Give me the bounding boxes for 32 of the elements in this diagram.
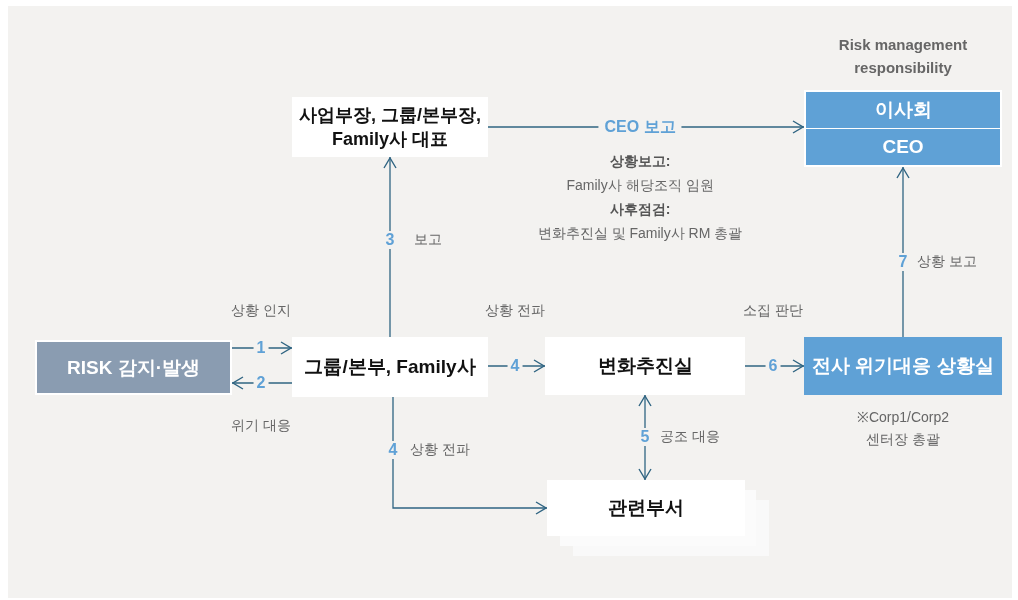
arrow: [744, 359, 805, 373]
board-band: CEO: [806, 129, 1000, 165]
arrow: [392, 396, 548, 515]
note-text: ※Corp1/Corp2 센터장 총괄: [855, 408, 951, 449]
annotation-text: 변화추진실 및 Family사 RM 총괄: [537, 225, 743, 243]
annotation-text: 보고: [414, 231, 442, 249]
annotation-text: 상황 인지: [231, 302, 291, 320]
annotation-text: 위기 대응: [231, 417, 291, 435]
arrow: [231, 341, 293, 355]
annotation-text: 소집 판단: [743, 302, 803, 320]
section-heading: Risk management responsibility: [837, 35, 969, 78]
process-box: 관련부서: [547, 480, 745, 536]
annotation-text: 공조 대응: [660, 428, 720, 446]
annotation-text: 상황 전파: [410, 441, 470, 459]
process-box: 사업부장, 그룹/본부장, Family사 대표: [292, 97, 488, 157]
board-panel: [804, 90, 1002, 167]
arrow: [487, 359, 546, 373]
annotation-text: 상황 전파: [485, 302, 545, 320]
arrow: [638, 394, 652, 481]
annotation-text: Family사 해당조직 임원: [566, 177, 714, 195]
board-band: 이사회: [806, 92, 1000, 128]
control-room-box: 전사 위기대응 상황실: [804, 337, 1002, 395]
arrow: [896, 166, 910, 338]
arrow: [383, 156, 397, 338]
process-box: 변화추진실: [545, 337, 745, 395]
annotation-text: 상황 보고: [917, 253, 977, 271]
note-heading: 사후점검:: [609, 201, 671, 219]
edge-label: 4: [385, 441, 401, 459]
arrow: [231, 376, 293, 390]
risk-box: RISK 감지·발생: [35, 340, 232, 395]
note-heading: 상황보고:: [609, 153, 671, 171]
process-box: 그룹/본부, Family사: [292, 337, 488, 397]
